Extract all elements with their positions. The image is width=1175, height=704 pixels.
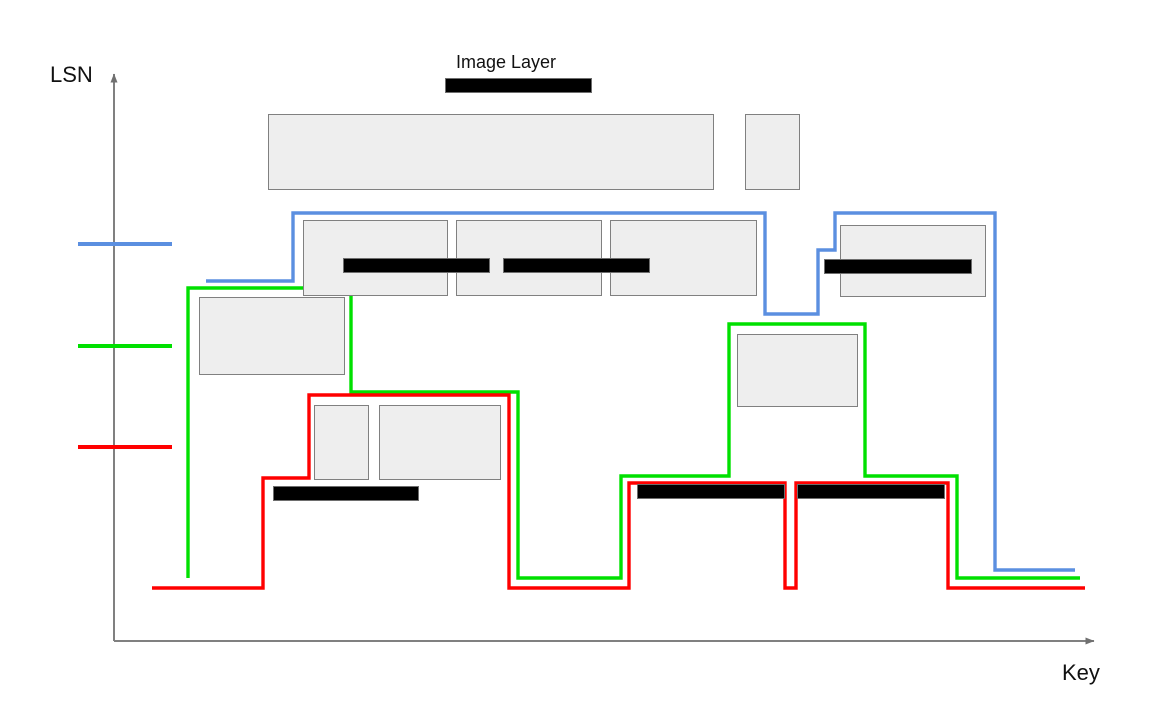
axis-ticks: [78, 242, 172, 449]
red-tier-bar-2: [637, 484, 785, 499]
green-tier-box-right: [737, 334, 858, 407]
green-lsn-step-line: [186, 286, 1080, 580]
image-layer-title: Image Layer: [456, 52, 557, 72]
red-tier-box-2: [379, 405, 501, 480]
blue-tier-bar-3: [824, 259, 972, 274]
delta-layer-box: [268, 114, 714, 190]
blue-tier-bar-1: [343, 258, 490, 273]
red-tier-bar-3: [797, 484, 945, 499]
image-layer-bar: [445, 78, 592, 93]
blue-tier-bar-2: [503, 258, 650, 273]
red-lsn-step-line: [152, 393, 1085, 590]
blue-lsn-step-line: [206, 211, 1075, 572]
y-axis-label: LSN: [50, 62, 93, 87]
red-tier-box-1: [314, 405, 369, 480]
x-axis-label: Key: [1062, 660, 1100, 685]
green-tier-box-left: [199, 297, 345, 375]
step-lines: [152, 211, 1085, 590]
red-tier-bar-1: [273, 486, 419, 501]
delta-layer-box-small: [745, 114, 800, 190]
